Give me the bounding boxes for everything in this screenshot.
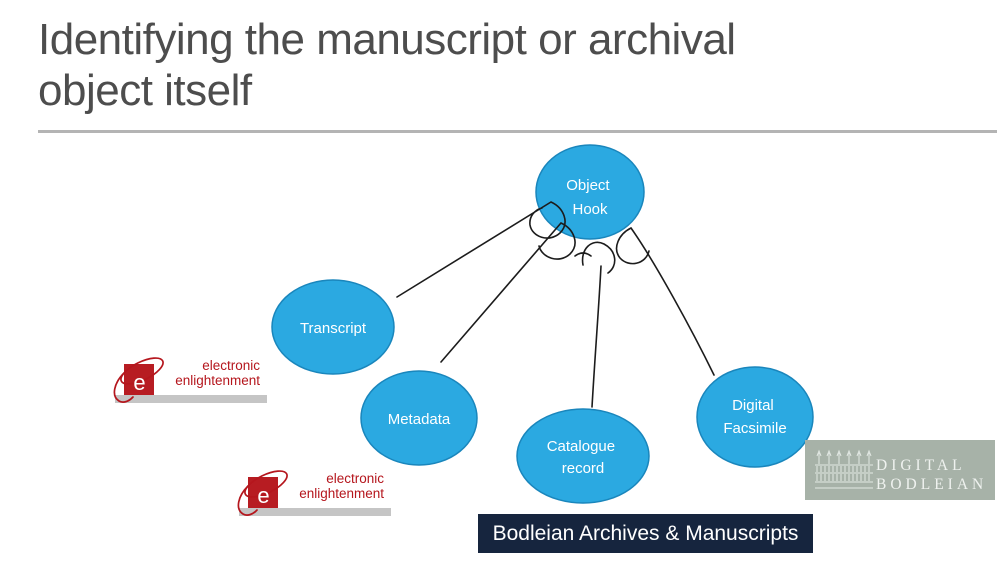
node-transcript: Transcript bbox=[271, 279, 395, 375]
electronic-enlightenment-logo: e electronic enlightenment bbox=[112, 356, 272, 408]
connector-catalogue-hook-icon bbox=[581, 241, 616, 274]
node-digital-facsimile: Digital Facsimile bbox=[696, 366, 814, 468]
db-wordmark-line2: BODLEIAN bbox=[876, 476, 988, 493]
logo-gray-bar bbox=[239, 508, 391, 516]
connector-catalogue-line bbox=[591, 265, 602, 408]
title-divider bbox=[38, 130, 997, 133]
connector-transcript-hook-icon bbox=[396, 201, 566, 298]
electronic-enlightenment-wordmark: electronic enlightenment bbox=[299, 471, 384, 501]
logo-swoosh-tail-icon bbox=[113, 372, 134, 403]
electronic-enlightenment-mark-icon: e bbox=[237, 470, 391, 516]
object-hook-ellipse bbox=[535, 144, 645, 240]
node-metadata: Metadata bbox=[360, 370, 478, 466]
catalogue-record-label: Catalogue record bbox=[547, 438, 620, 477]
building-facade bbox=[815, 464, 873, 489]
connector-facsimile-hook-icon bbox=[615, 226, 715, 376]
digital-bodleian-logo: DIGITAL BODLEIAN bbox=[805, 440, 995, 500]
connector-hook-tick-icon bbox=[574, 252, 592, 257]
logo-swoosh-icon bbox=[120, 357, 164, 385]
logo-swoosh-icon bbox=[244, 470, 288, 498]
ee-wordmark-line2: enlightenment bbox=[175, 372, 260, 388]
metadata-ellipse bbox=[360, 370, 478, 466]
catalogue-record-ellipse bbox=[516, 408, 650, 504]
bodleian-building-icon bbox=[815, 449, 873, 489]
digital-facsimile-label: Digital Facsimile bbox=[723, 397, 786, 437]
connector-metadata-hook-icon bbox=[440, 222, 576, 363]
slide-title-line1: Identifying the manuscript or archival bbox=[38, 15, 736, 64]
building-pinnacles bbox=[816, 449, 872, 464]
node-catalogue-record: Catalogue record bbox=[516, 408, 650, 504]
metadata-label: Metadata bbox=[388, 411, 451, 428]
transcript-ellipse bbox=[271, 279, 395, 375]
ee-wordmark-line1: electronic bbox=[202, 358, 260, 373]
logo-swoosh-tail-icon bbox=[237, 485, 258, 516]
slide-title-line2: object itself bbox=[38, 66, 252, 115]
bodleian-archives-banner: Bodleian Archives & Manuscripts bbox=[478, 514, 813, 553]
electronic-enlightenment-logo: e electronic enlightenment bbox=[236, 469, 396, 521]
banner-text: Bodleian Archives & Manuscripts bbox=[492, 521, 799, 545]
object-hook-label: Object Hook bbox=[566, 177, 614, 218]
ee-wordmark-line1: electronic bbox=[326, 471, 384, 486]
logo-letter-e: e bbox=[133, 370, 145, 395]
logo-letter-e: e bbox=[257, 483, 269, 508]
digital-facsimile-ellipse bbox=[696, 366, 814, 468]
logo-gray-bar bbox=[115, 395, 267, 403]
transcript-label: Transcript bbox=[300, 320, 367, 337]
ee-wordmark-line2: enlightenment bbox=[299, 485, 384, 501]
node-object-hook: Object Hook bbox=[535, 144, 645, 240]
electronic-enlightenment-wordmark: electronic enlightenment bbox=[175, 358, 260, 388]
db-wordmark-line1: DIGITAL bbox=[876, 457, 966, 474]
digital-bodleian-wordmark: DIGITAL BODLEIAN bbox=[876, 456, 987, 494]
electronic-enlightenment-mark-icon: e bbox=[113, 357, 267, 403]
slide-title: Identifying the manuscript or archival o… bbox=[38, 14, 958, 116]
